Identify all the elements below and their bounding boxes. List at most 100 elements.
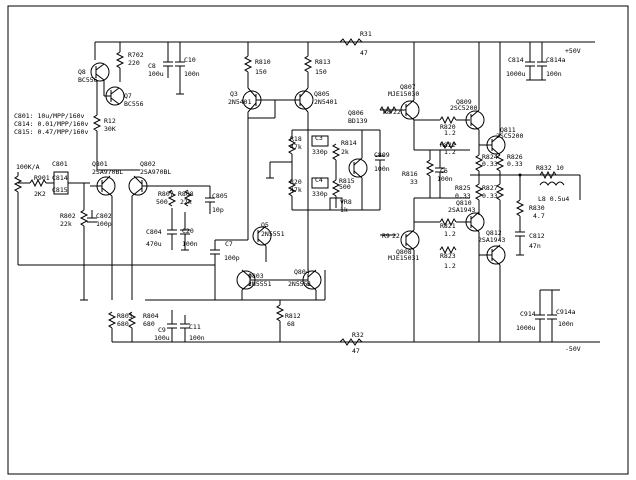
label-c3: C3 [315, 134, 323, 142]
label-r821: R821 [440, 222, 456, 230]
label-r807: R807 [158, 190, 174, 198]
label-r808: R808 [178, 190, 194, 198]
label-c7-value: 100p [224, 254, 240, 262]
label-r18-value: 47k [290, 143, 302, 151]
sheet-border [7, 5, 629, 475]
capacitor-c4 [311, 177, 329, 189]
label-vr8: VR8 [340, 198, 352, 206]
label-q810: Q810 [456, 199, 472, 207]
label-volume-pot: 100K/A [16, 163, 40, 171]
resistor-r20 [287, 179, 297, 197]
resistor-r821 [439, 217, 457, 227]
label-r812: R812 [285, 312, 301, 320]
label-q811: Q811 [500, 126, 516, 134]
label-c914-value: 1000u [516, 324, 536, 332]
label-q803: Q803 [248, 272, 264, 280]
note-c814: C814: 0.01/MPP/160v [14, 120, 88, 128]
label-r825: R825 [455, 184, 471, 192]
label-r20-value: 47k [290, 186, 302, 194]
label-q805: Q805 [314, 90, 330, 98]
label-r9: R9 [382, 232, 390, 240]
label-q802-type: 2SA970BL [140, 168, 171, 176]
label-q8-type: BC556 [78, 76, 98, 84]
transistor-q5 [252, 226, 272, 246]
label-q805-type: 2N5401 [314, 98, 338, 106]
potentiometer-volume [13, 175, 23, 193]
label-q808: Q808 [396, 248, 412, 256]
resistor-r824 [474, 154, 484, 172]
label-q7: Q7 [124, 92, 132, 100]
label-r827: R827 [482, 184, 498, 192]
label-c9-value: 100u [154, 334, 170, 342]
label-r12-value: 30K [104, 125, 116, 133]
label-q3-type: 2N5401 [228, 98, 252, 106]
label-q804-type: 2N5551 [288, 280, 312, 288]
resistor-r815 [331, 179, 341, 197]
label-r18: R18 [290, 135, 302, 143]
label-r702: R702 [128, 51, 144, 59]
resistor-r820 [439, 115, 457, 125]
resistor-r804 [127, 311, 137, 329]
label-c4-value: 330p [312, 190, 328, 198]
resistor-r814 [331, 143, 341, 161]
label-q806: Q806 [348, 109, 364, 117]
transistor-q806 [348, 158, 368, 178]
label-c10-value: 100n [184, 70, 200, 78]
label-r803-value: 680 [117, 320, 129, 328]
label-r32: R32 [352, 331, 364, 339]
label-q812: Q812 [486, 229, 502, 237]
label-r31: R31 [360, 30, 372, 38]
label-c11: C11 [189, 323, 201, 331]
resistor-r830 [515, 199, 525, 217]
label-minus-rail: -50V [565, 345, 581, 353]
label-r814-value: 2k [341, 148, 349, 156]
label-c814: C814 [52, 174, 68, 182]
label-r824: R824 [482, 153, 498, 161]
label-r813-value: 150 [315, 68, 327, 76]
resistor-r8 [379, 105, 397, 115]
label-q803-type: 2N5551 [248, 280, 272, 288]
label-c809-value: 100n [374, 165, 390, 173]
label-r813: R813 [315, 58, 331, 66]
trimmer-vr8 [329, 197, 343, 211]
resistor-r807 [167, 189, 177, 207]
resistor-r812 [275, 304, 285, 322]
label-r823: R823 [440, 252, 456, 260]
label-c804-value: 470u [146, 240, 162, 248]
resistor-r826 [495, 154, 505, 172]
label-r702-value: 220 [128, 59, 140, 67]
label-c802-value: 100p [96, 220, 112, 228]
label-c8-value: 100u [148, 70, 164, 78]
label-c914: C914 [520, 310, 536, 318]
label-r812-value: 68 [287, 320, 295, 328]
label-r802-value: 22k [60, 220, 72, 228]
resistor-r832 [539, 170, 557, 180]
resistor-r825 [474, 183, 484, 201]
label-c805-value: 10p [212, 206, 224, 214]
label-r830: R830 [529, 204, 545, 212]
label-r807-value: 500 [156, 198, 168, 206]
label-q812-type: 2SA1943 [478, 236, 505, 244]
label-q807: Q807 [400, 83, 416, 91]
label-r826: R826 [507, 153, 523, 161]
label-r825-value: 0.33 [455, 192, 471, 200]
label-q5: Q5 [261, 221, 269, 229]
label-q8: Q8 [78, 68, 86, 76]
label-q804: Q804 [294, 268, 310, 276]
label-c914a-value: 100n [558, 320, 574, 328]
label-c815: C815 [52, 186, 68, 194]
label-c801: C801 [52, 160, 68, 168]
transistor-q808 [400, 230, 420, 250]
label-c11-value: 100n [189, 334, 205, 342]
resistor-r803 [107, 311, 117, 329]
label-plus-rail: +50V [565, 47, 581, 55]
label-r816-value: 33 [410, 178, 418, 186]
resistor-r802 [79, 209, 89, 227]
label-q810-type: 2SA1943 [448, 206, 475, 214]
label-r830-value: 4.7 [533, 212, 545, 220]
label-r32-value: 47 [352, 347, 360, 355]
label-r815-value: 500 [339, 183, 351, 191]
resistor-r827 [495, 183, 505, 201]
